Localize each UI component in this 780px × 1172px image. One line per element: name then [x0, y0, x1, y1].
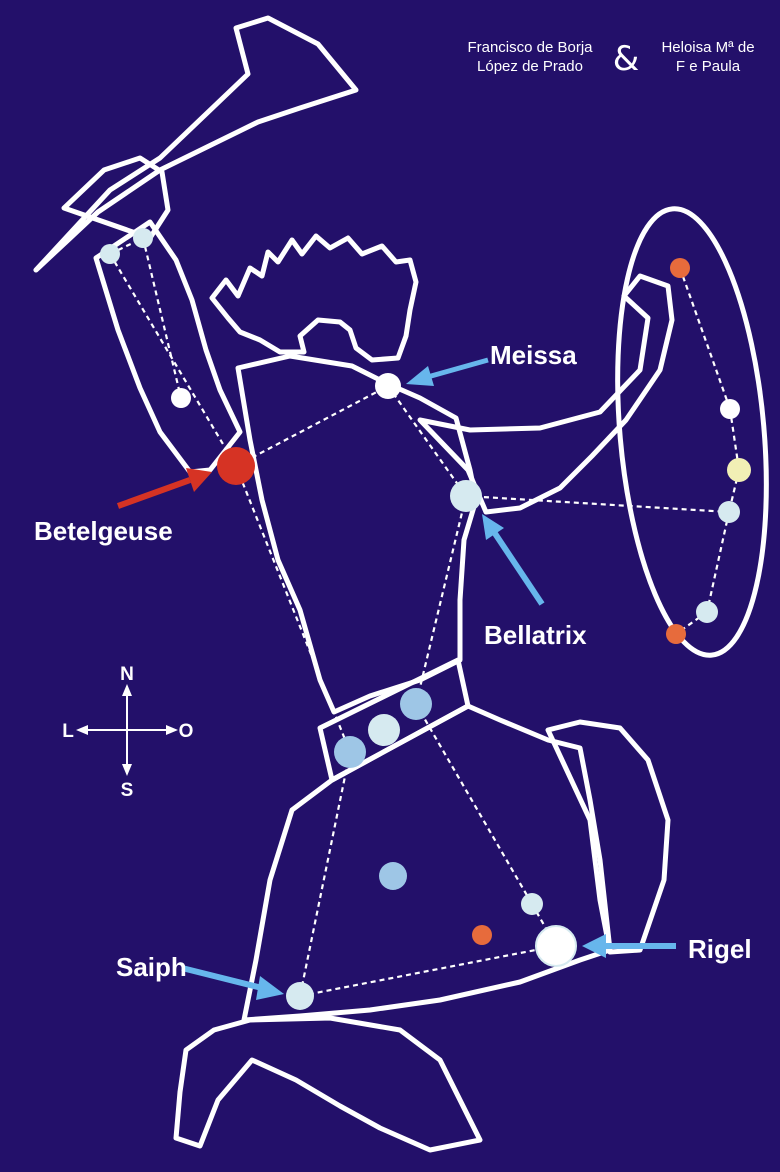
credit-author2-line2: F e Paula	[676, 58, 741, 75]
label-betelgeuse: Betelgeuse	[34, 516, 173, 546]
credit-author1-line2: López de Prado	[477, 58, 583, 75]
star-saiph	[286, 982, 314, 1010]
star-shield-upper	[720, 399, 740, 419]
star-shield-lower	[696, 601, 718, 623]
star-belt-alnitak	[334, 736, 366, 768]
star-rigel	[536, 926, 576, 966]
star-orange-small	[472, 925, 492, 945]
star-betelgeuse	[217, 447, 255, 485]
star-meissa	[375, 373, 401, 399]
star-club-b	[133, 228, 153, 248]
compass-label-north: N	[120, 664, 134, 685]
star-arm	[171, 388, 191, 408]
label-saiph: Saiph	[116, 952, 187, 982]
star-shield-top	[670, 258, 690, 278]
star-bellatrix	[450, 480, 482, 512]
credit-author1-line1: Francisco de Borja	[467, 39, 593, 56]
star-shield-bottom	[666, 624, 686, 644]
credit-ampersand: &	[613, 39, 640, 79]
compass-label-south: S	[121, 780, 134, 801]
label-meissa: Meissa	[490, 340, 577, 370]
star-belt-alnilam	[368, 714, 400, 746]
star-shield-yellow	[727, 458, 751, 482]
compass-label-east: L	[62, 721, 74, 742]
label-rigel: Rigel	[688, 934, 752, 964]
star-belt-mintaka	[400, 688, 432, 720]
star-knee	[521, 893, 543, 915]
star-sword	[379, 862, 407, 890]
star-shield-mid	[718, 501, 740, 523]
credit-author2-line1: Heloisa Mª de	[661, 39, 754, 56]
compass-label-west: O	[179, 721, 194, 742]
star-club-a	[100, 244, 120, 264]
label-bellatrix: Bellatrix	[484, 620, 587, 650]
